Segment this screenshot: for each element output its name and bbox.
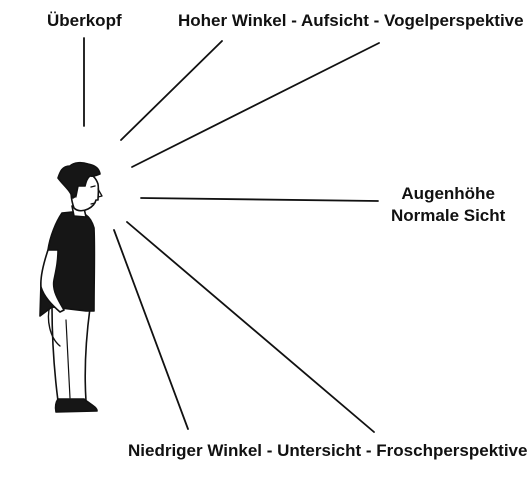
high-angle-sight-line-2 bbox=[131, 42, 380, 168]
eye-level-label-line1: Augenhöhe bbox=[401, 184, 495, 203]
high-angle-sight-line-1 bbox=[120, 40, 223, 141]
eye-level-label: Augenhöhe Normale Sicht bbox=[391, 183, 505, 227]
standing-person-side-view-icon bbox=[39, 161, 103, 413]
person-hair bbox=[57, 161, 101, 199]
overhead-label: Überkopf bbox=[47, 11, 122, 30]
high-angle-label: Hoher Winkel - Aufsicht - Vogelperspekti… bbox=[178, 11, 524, 30]
eye-level-sight-line bbox=[140, 197, 379, 202]
eye-level-label-line2: Normale Sicht bbox=[391, 206, 506, 225]
person-shoe bbox=[54, 398, 98, 413]
low-angle-sight-line-1 bbox=[113, 229, 189, 430]
low-angle-sight-line-2 bbox=[126, 221, 375, 433]
person-trousers bbox=[51, 305, 91, 402]
person-arm bbox=[40, 249, 65, 313]
low-angle-label: Niedriger Winkel - Untersicht - Froschpe… bbox=[128, 441, 528, 460]
